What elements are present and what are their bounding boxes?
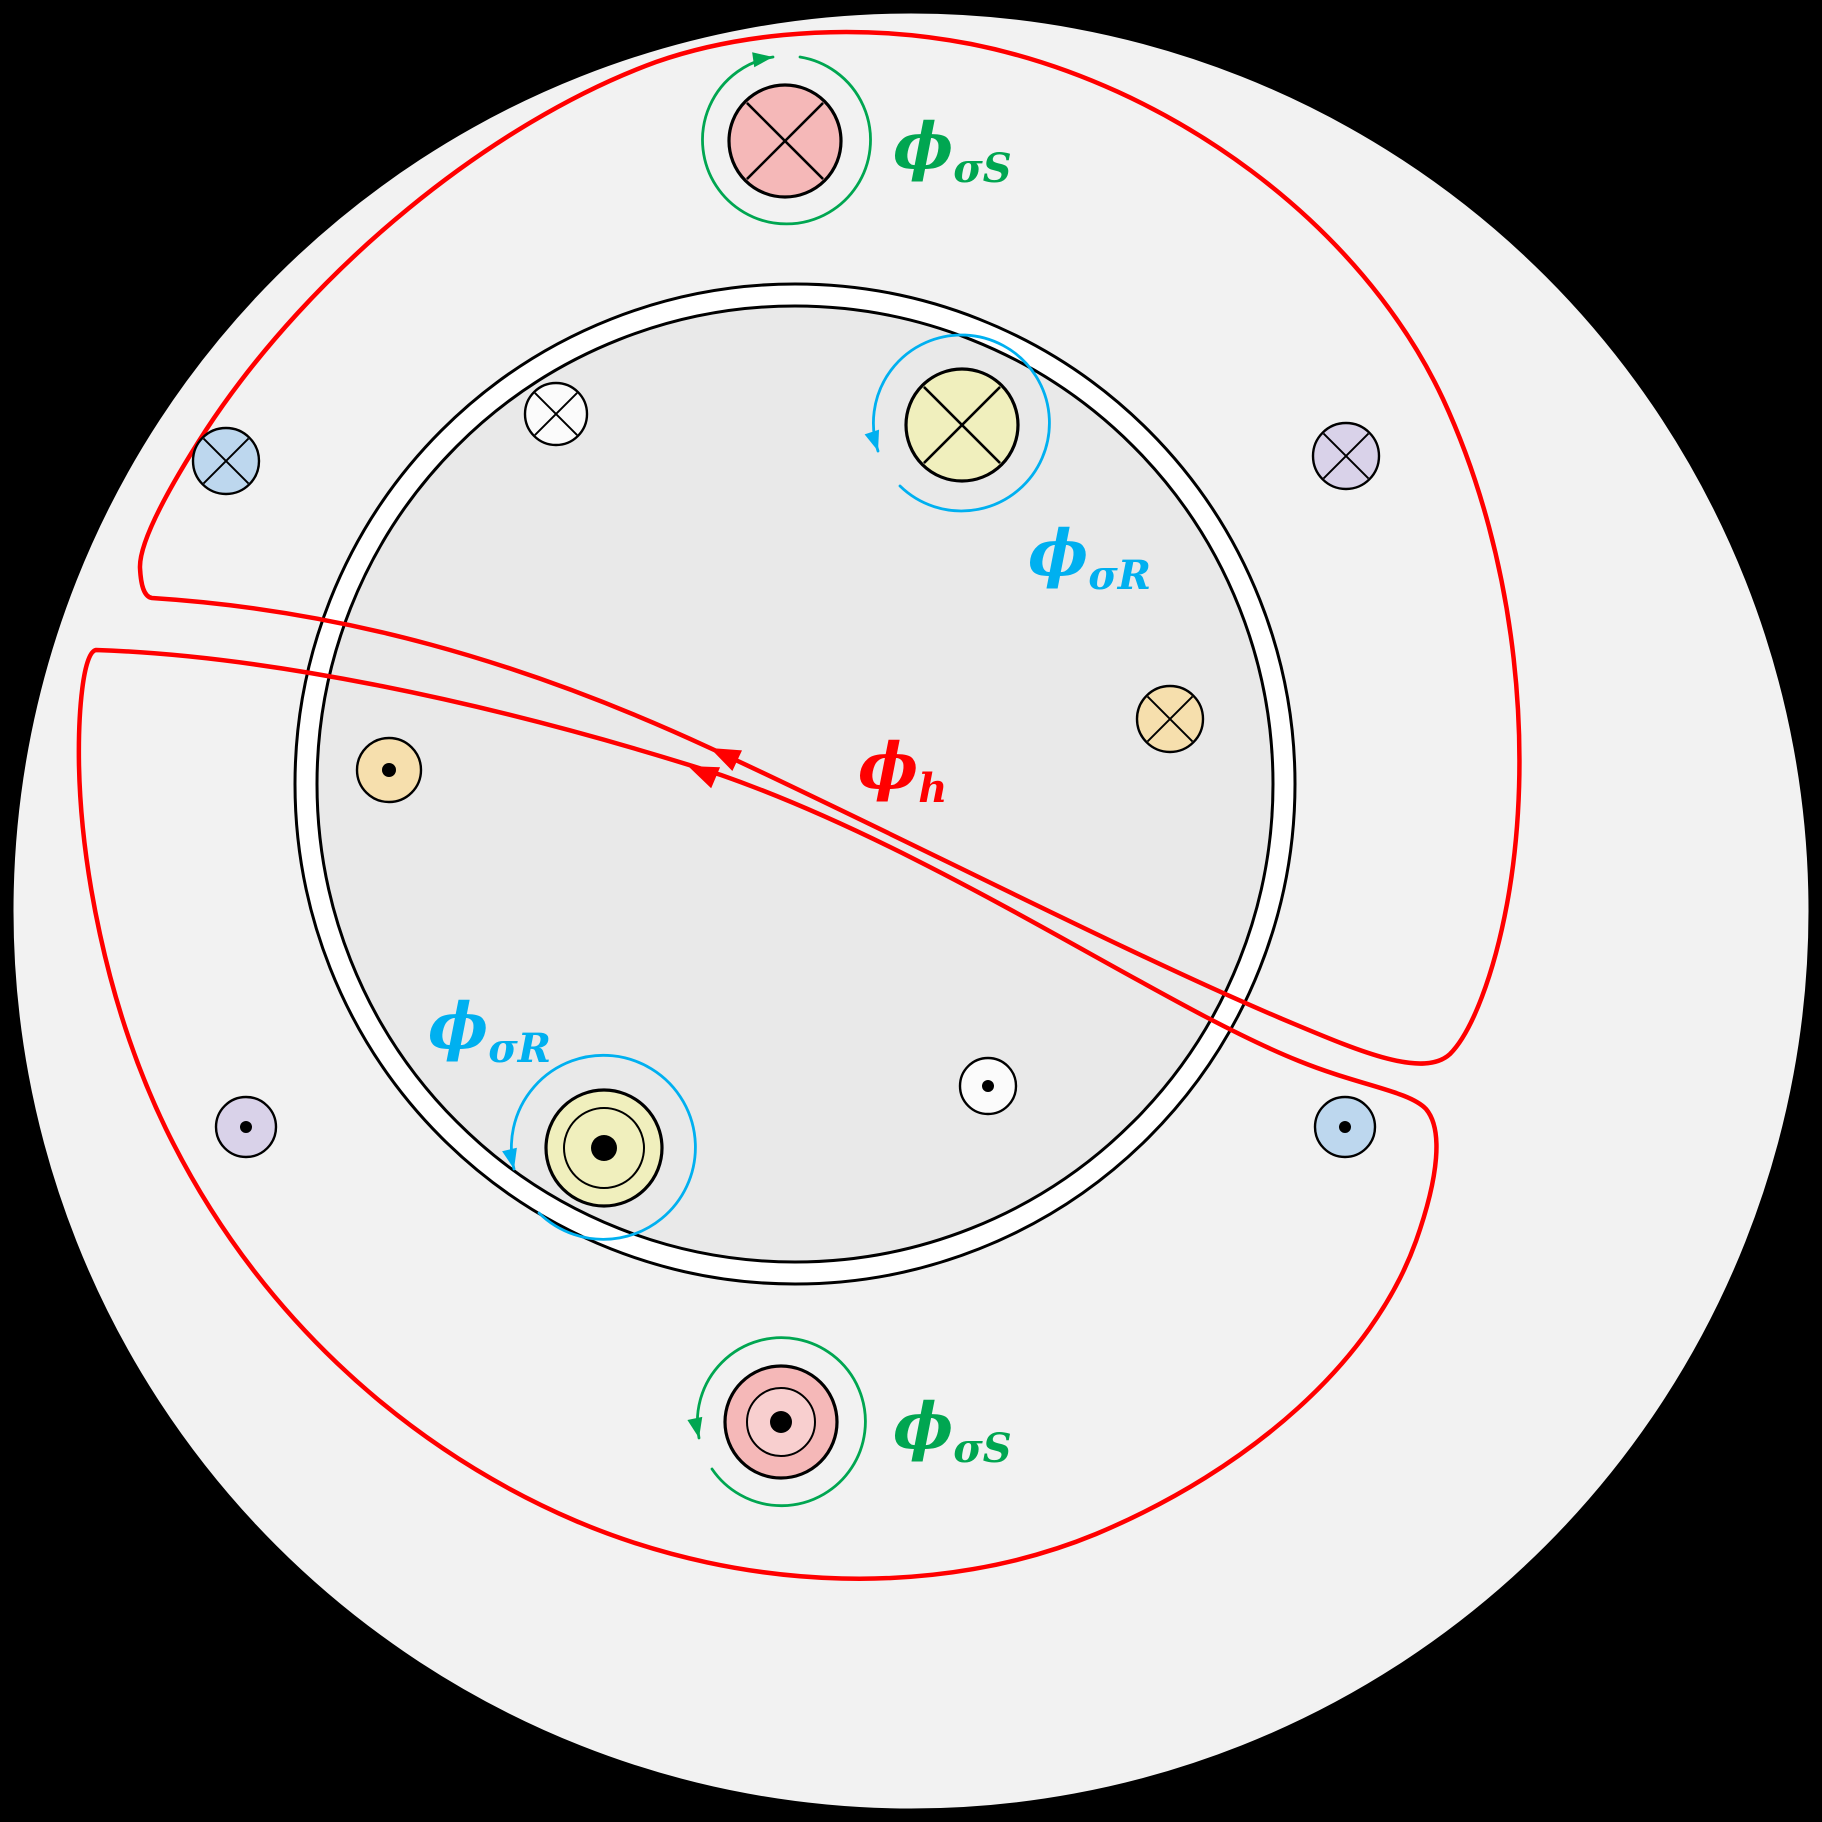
main-flux-arrow-2-icon <box>688 766 721 789</box>
stator-slot-bottom-left-dot-icon <box>240 1121 252 1133</box>
rotor-slot-right-cross-icon <box>1146 695 1194 743</box>
main-flux-path-lower <box>76 647 1439 1581</box>
label-main-flux: ϕh <box>858 729 947 812</box>
stator-leakage-arrow-top-icon <box>752 52 773 68</box>
rotor-leakage-arc-top <box>872 333 1051 513</box>
stator-slot-bottom-dot-icon <box>770 1411 792 1433</box>
rotor-slot-top-left-cross-icon <box>534 392 578 436</box>
main-flux-arrow-1-icon <box>710 748 743 772</box>
label-rotor-leakage-top: ϕσR <box>1028 516 1151 599</box>
rotor-leakage-arrow-top-icon <box>864 429 880 451</box>
rotor-leakage-arc-bottom <box>510 1053 697 1241</box>
rotor-slot-top-right-cross-icon <box>923 386 1001 464</box>
main-flux-path-upper <box>137 29 1522 1066</box>
rotor-slot-left-dot-icon <box>382 763 396 777</box>
stator-slot-right-cross-icon <box>1322 432 1370 480</box>
rotor-slot-bottom-dot-icon <box>591 1135 617 1161</box>
label-stator-leakage-bottom: ϕσS <box>893 1389 1012 1472</box>
rotor-body <box>315 304 1275 1264</box>
stator-slot-top-cross-icon <box>746 102 824 180</box>
stator-slot-bottom-right-dot-icon <box>1339 1121 1351 1133</box>
label-rotor-leakage-bottom: ϕσR <box>428 989 551 1072</box>
rotor-leakage-arrow-bottom-icon <box>502 1147 517 1169</box>
stator-leakage-arc-bottom <box>696 1336 867 1508</box>
stator-slot-left-cross-icon <box>202 437 250 485</box>
stator-leakage-arrow-bottom-icon <box>687 1416 703 1438</box>
label-stator-leakage-top: ϕσS <box>893 109 1012 192</box>
rotor-slot-bottom-right-dot-icon <box>982 1080 994 1092</box>
stator-leakage-arc-top <box>701 55 872 226</box>
